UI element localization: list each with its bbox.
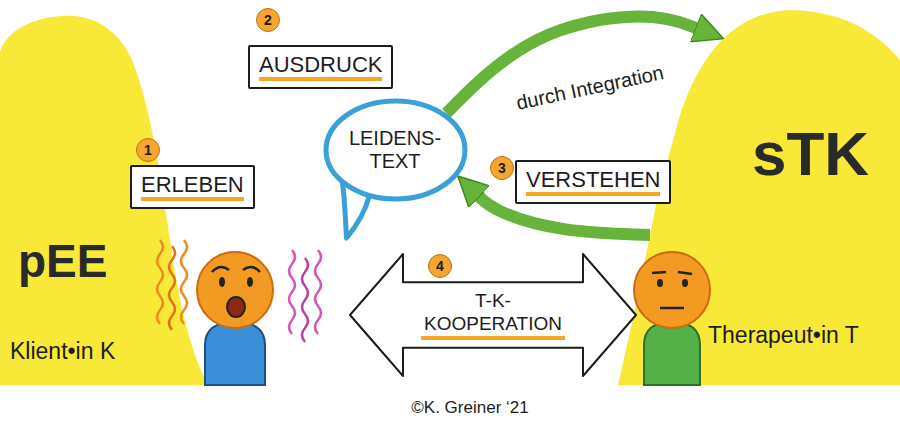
stage-box: ERLEBEN xyxy=(130,165,255,209)
therapist-brow xyxy=(678,272,692,274)
stage-box: AUSDRUCK xyxy=(248,45,393,89)
client-body xyxy=(205,322,265,385)
callout-number: 2 xyxy=(256,8,280,32)
arrow-text: T-K- KOOPERATION xyxy=(421,290,565,340)
therapist-eye xyxy=(657,279,663,287)
role-name: Klient•in K xyxy=(10,338,115,365)
copyright-note: ©K. Greiner ‘21 xyxy=(411,398,528,418)
bubble-outline xyxy=(326,101,465,199)
client-mouth xyxy=(227,297,245,317)
suffering-wave xyxy=(157,240,163,324)
model-name: pEE xyxy=(18,234,107,288)
callout-number: 3 xyxy=(490,156,514,180)
speech-bubble: LEIDENS- TEXT xyxy=(323,98,468,202)
double-arrow-outline xyxy=(350,254,636,376)
stage-text: VERSTEHEN xyxy=(526,167,660,196)
double-arrow: T-K- KOOPERATION xyxy=(348,252,638,378)
therapist-brow xyxy=(652,272,666,273)
role-name: Therapeut•in T xyxy=(708,322,859,349)
callout-number: 4 xyxy=(428,254,452,278)
therapist-mouth xyxy=(660,307,684,310)
callout-number: 1 xyxy=(136,138,160,162)
therapist-eye xyxy=(682,279,688,287)
expression-wave xyxy=(289,250,295,334)
suffering-wave xyxy=(181,240,187,324)
stage-box: VERSTEHEN xyxy=(515,160,671,204)
model-name: sTK xyxy=(752,118,869,189)
client-head xyxy=(197,252,273,328)
client-brow xyxy=(212,267,229,272)
therapist-body xyxy=(644,322,700,385)
stage-text: ERLEBEN xyxy=(141,172,244,201)
therapist-head xyxy=(634,252,710,328)
client-eye xyxy=(247,277,253,287)
expression-wave xyxy=(315,250,321,334)
client-mountain: pEEKlient•in KERLEBEN xyxy=(0,10,210,385)
bubble-text: LEIDENS- TEXT xyxy=(346,127,445,173)
client-brow xyxy=(243,267,260,272)
stage-text: AUSDRUCK xyxy=(259,52,382,81)
expression-wave xyxy=(302,258,308,342)
arrow-label: durch Integration xyxy=(511,61,668,116)
client-eye xyxy=(219,277,225,287)
suffering-wave xyxy=(169,246,175,330)
